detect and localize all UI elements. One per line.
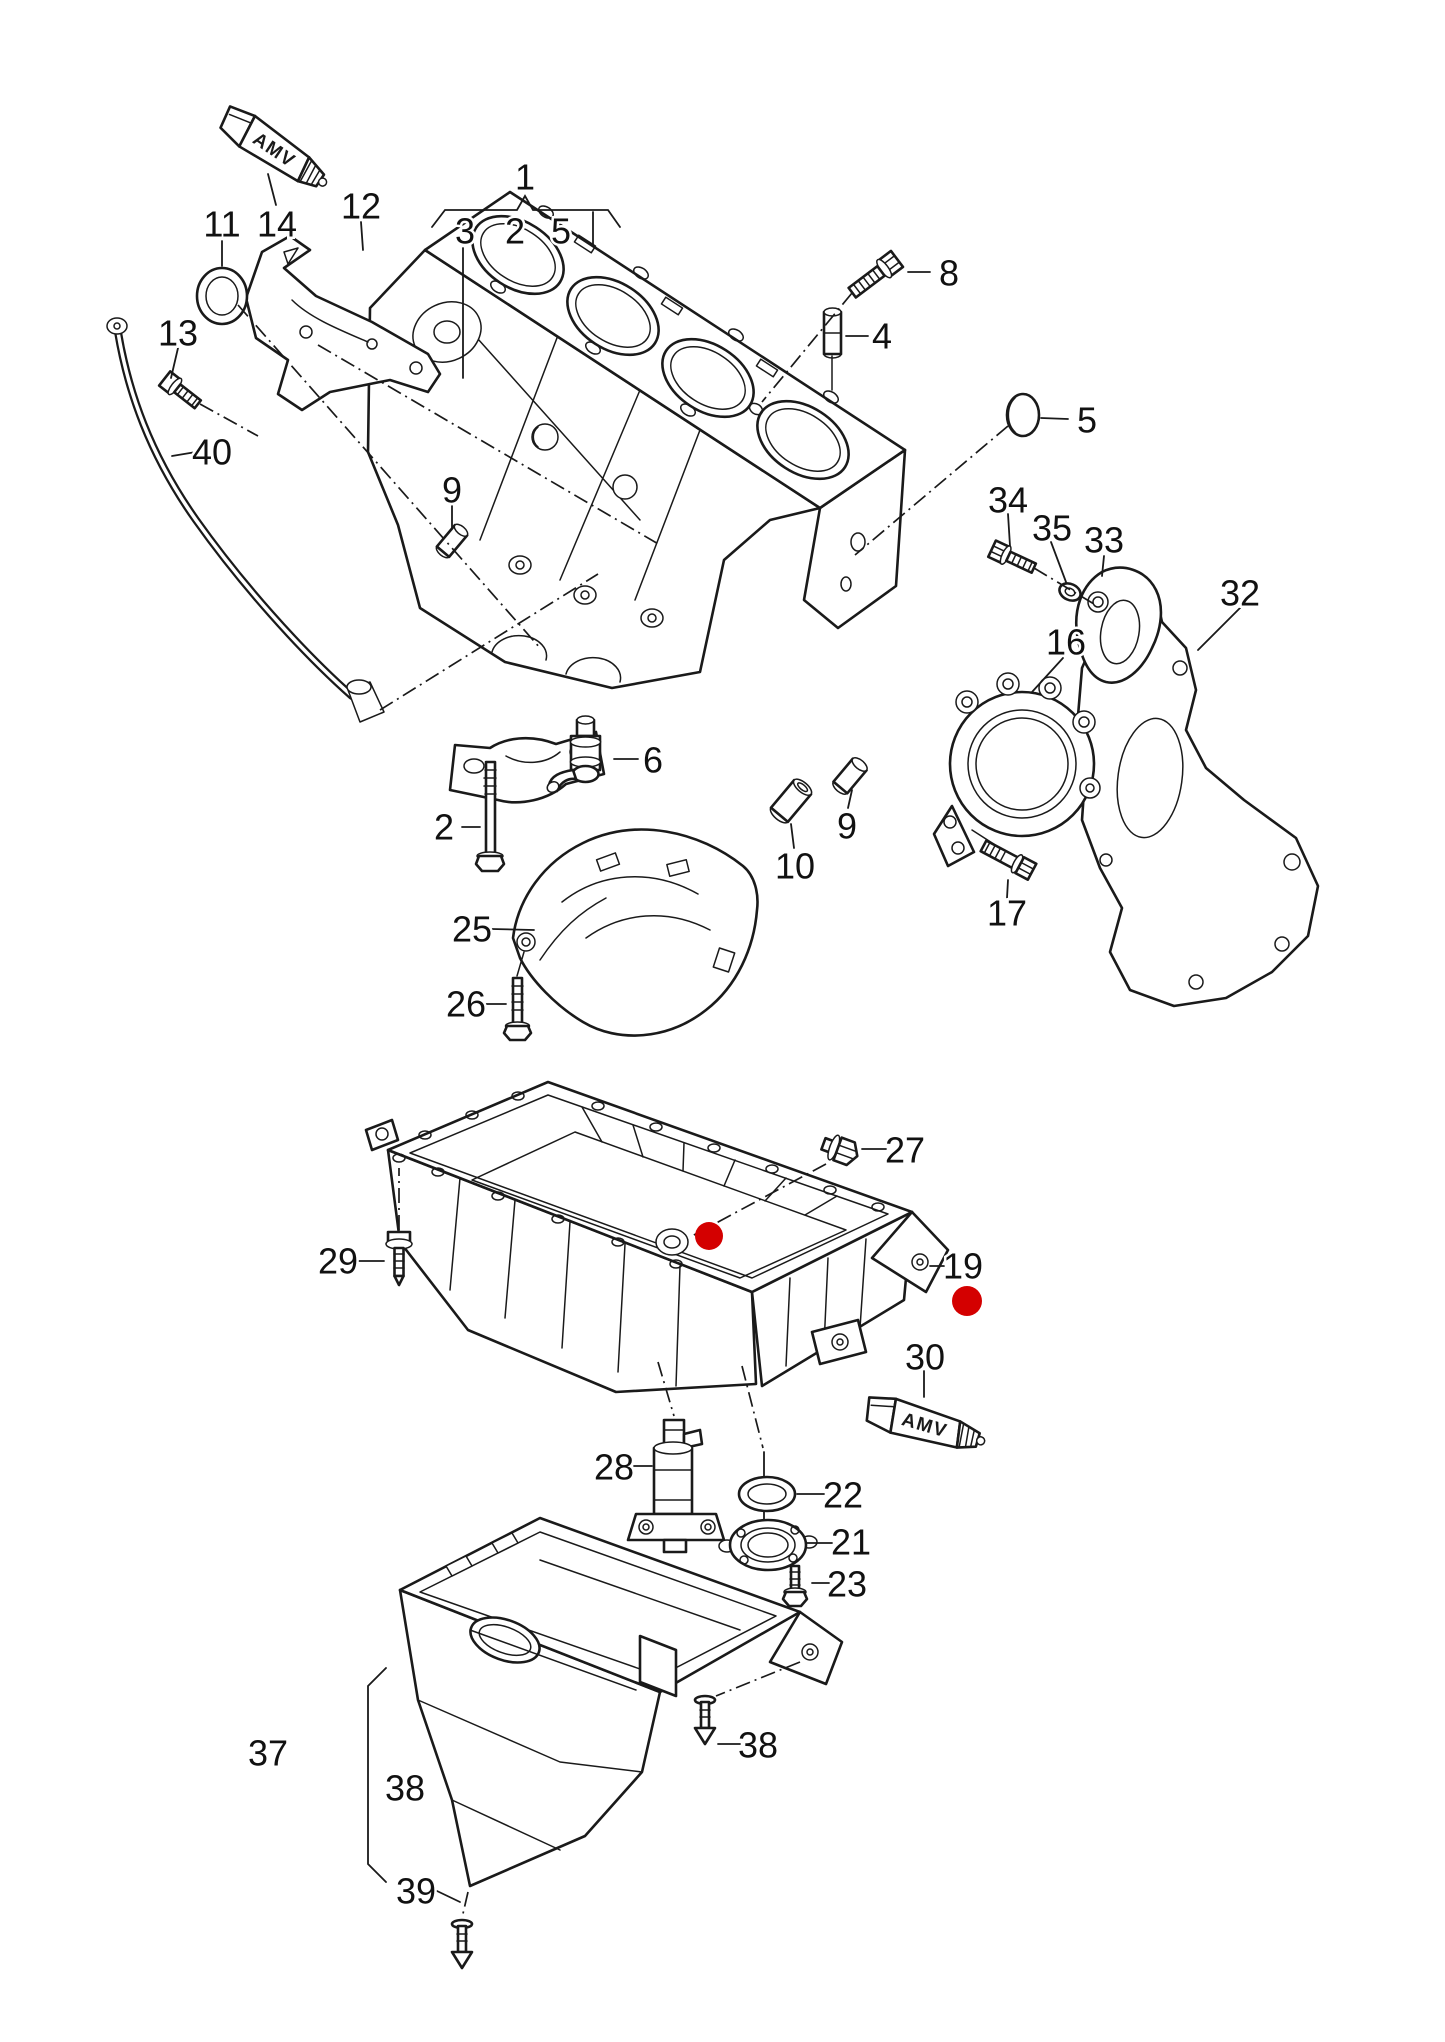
bolt-34: [986, 539, 1038, 574]
callout-25-label: 25: [452, 909, 492, 950]
callout-29-label: 29: [318, 1241, 358, 1282]
callout-33-label: 33: [1084, 520, 1124, 561]
callout-14-label: 14: [257, 204, 297, 245]
gasket-plate-32: [1076, 596, 1320, 1008]
sealant-tube-lower: AMV: [865, 1396, 986, 1449]
head-deck: [423, 190, 907, 510]
callout-26-label: 26: [446, 984, 486, 1025]
lower-sump-cover-37: [398, 1516, 844, 1888]
bracket-33: [1074, 566, 1163, 684]
deck-bolt-holes: [490, 205, 839, 417]
baffle-plate-25: [511, 828, 759, 1037]
callout-9-rear-label: 9: [837, 806, 857, 847]
stud-bolt-2: [474, 760, 506, 873]
callout-4-label: 4: [872, 316, 892, 357]
core-plug-5: [1005, 392, 1041, 438]
bolt-23: [781, 1564, 809, 1608]
seal-ring-22: [737, 1475, 797, 1513]
highlight-dot-2: [952, 1286, 982, 1316]
callout-30-label: 30: [905, 1337, 945, 1378]
bushing-10: [769, 778, 813, 824]
callout-2-bolt-label: 2: [434, 807, 454, 848]
dowel-9-front: [435, 523, 469, 559]
callout-23-label: 23: [827, 1564, 867, 1605]
callout-34-label: 34: [988, 480, 1028, 521]
callout-19-label: 19: [943, 1246, 983, 1287]
leader-lines: [170, 173, 1241, 1919]
oil-level-sensor-28: [626, 1418, 726, 1554]
callout-9-front-label: 9: [442, 470, 462, 511]
callout-1-label: 1: [515, 157, 535, 198]
bolt-29: [385, 1230, 413, 1287]
callout-11-label: 11: [203, 204, 240, 245]
oil-pan-19: [364, 1080, 950, 1394]
highlight-layer: [695, 1222, 982, 1316]
flange-bolt-bosses: [955, 672, 1101, 799]
callout-3-label: 3: [455, 211, 475, 252]
callout-21-label: 21: [831, 1522, 871, 1563]
callout-38-right-label: 38: [738, 1725, 778, 1766]
pan-inner-ribs: [581, 1106, 838, 1216]
callout-37-label: 37: [248, 1733, 288, 1774]
dowel-9-rear: [832, 757, 868, 795]
callout-17-label: 17: [987, 893, 1027, 934]
washer-35: [1058, 582, 1082, 602]
bolt-13: [157, 370, 203, 410]
callout-2-group-label: 2: [505, 211, 525, 252]
dipstick-tube-40: [106, 317, 385, 723]
callout-32-label: 32: [1220, 573, 1260, 614]
pan-mounting-rail: [364, 1118, 950, 1366]
drain-plug-27: [820, 1134, 859, 1167]
callout-16-label: 16: [1046, 622, 1086, 663]
callout-12-label: 12: [341, 186, 381, 227]
callout-39-label: 39: [396, 1871, 436, 1912]
clip-39: [450, 1918, 474, 1970]
clip-38-right: [693, 1694, 717, 1746]
cylinder-head-bolt-8: [847, 249, 905, 299]
callout-5-group-label: 5: [551, 211, 571, 252]
bracket-12: [244, 234, 442, 412]
seal-flange-16: [932, 672, 1101, 868]
engine-block: [366, 190, 907, 690]
callout-10-label: 10: [775, 846, 815, 887]
callout-8-label: 8: [939, 253, 959, 294]
callout-bracket-37: [367, 1667, 387, 1883]
callout-13-label: 13: [158, 313, 198, 354]
bolt-17: [979, 839, 1038, 881]
callout-40-label: 40: [192, 432, 232, 473]
sealant-tube-upper: AMV: [219, 105, 328, 188]
callout-22-label: 22: [823, 1475, 863, 1516]
pan-flange-holes: [392, 1091, 885, 1269]
sensor-flange-21: [718, 1518, 818, 1572]
callout-28-label: 28: [594, 1447, 634, 1488]
callout-27-label: 27: [885, 1130, 925, 1171]
callout-35-label: 35: [1032, 508, 1072, 549]
oil-spray-nozzle-6: [546, 715, 602, 794]
callout-38-left-label: 38: [385, 1768, 425, 1809]
seal-ring-11: [195, 266, 249, 326]
callout-bracket-1: [431, 194, 621, 247]
callout-6-label: 6: [643, 740, 663, 781]
bolt-26: [502, 951, 533, 1042]
highlight-dot-1: [695, 1222, 723, 1250]
callout-5-plug-label: 5: [1077, 400, 1097, 441]
